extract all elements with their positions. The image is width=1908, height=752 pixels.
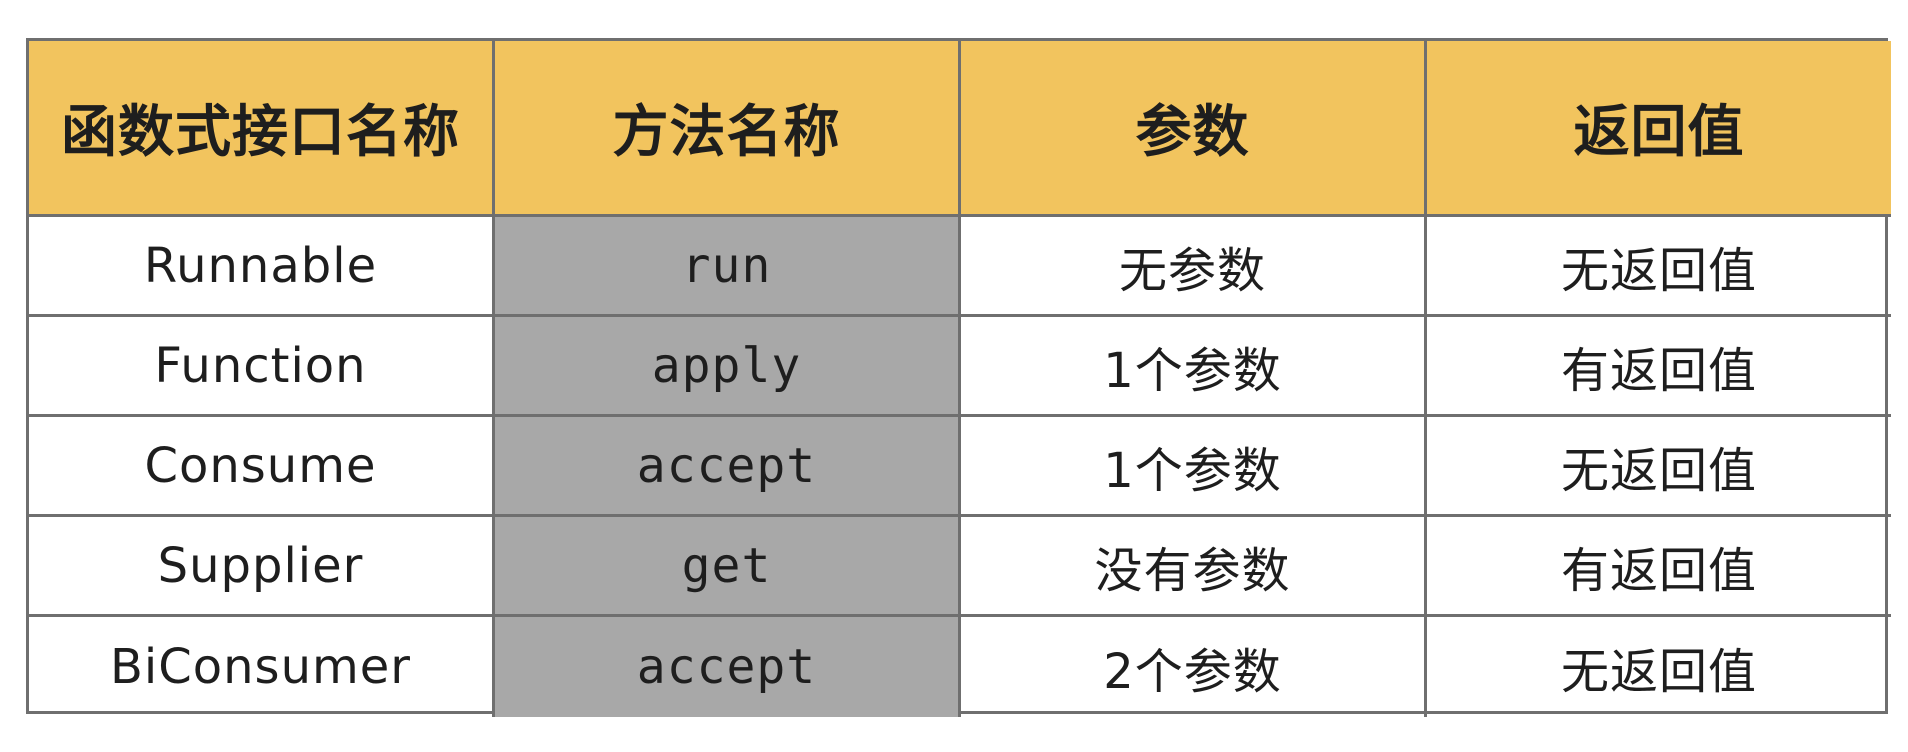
cell-interface-supplier: Supplier [29, 517, 495, 617]
cell-interface-biconsumer: BiConsumer [29, 617, 495, 717]
header-interface-name: 函数式接口名称 [29, 41, 495, 217]
cell-method-accept: accept [495, 417, 961, 517]
cell-interface-runnable: Runnable [29, 217, 495, 317]
cell-method-apply: apply [495, 317, 961, 417]
cell-return: 有返回值 [1427, 517, 1891, 617]
header-params: 参数 [961, 41, 1427, 217]
cell-return: 无返回值 [1427, 217, 1891, 317]
cell-params: 没有参数 [961, 517, 1427, 617]
cell-return: 无返回值 [1560, 644, 1757, 700]
functional-interface-table: 函数式接口名称 方法名称 参数 返回值 Runnable run 无参数 无返回… [26, 38, 1891, 717]
cell-params: 无参数 [961, 217, 1427, 317]
cell-method-run: run [495, 217, 961, 317]
header-return-value: 返回值 [1427, 41, 1891, 217]
cell-params: 1个参数 [961, 317, 1427, 417]
cell-return: 无返回值 [1427, 417, 1891, 517]
cell-interface-function: Function [29, 317, 495, 417]
cell-method-get: get [495, 517, 961, 617]
cell-params: 2个参数 [961, 617, 1427, 717]
cell-interface-consume: Consume [29, 417, 495, 517]
cell-return: 有返回值 [1427, 317, 1891, 417]
cell-params: 1个参数 [961, 417, 1427, 517]
header-method-name: 方法名称 [495, 41, 961, 217]
cell-method-accept: accept [495, 617, 961, 717]
